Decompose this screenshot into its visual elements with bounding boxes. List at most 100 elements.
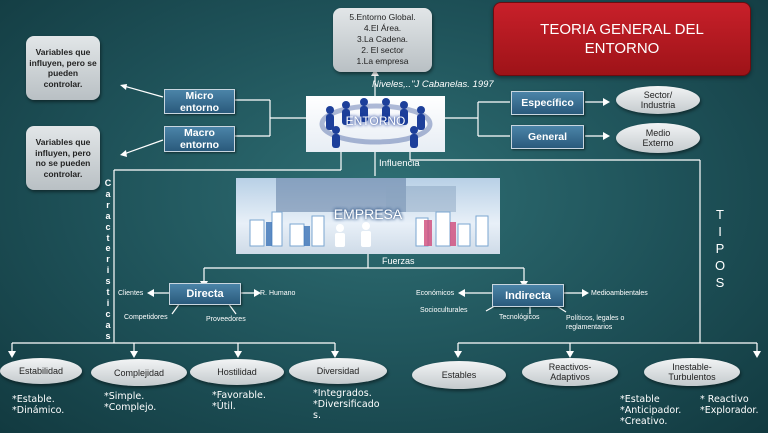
vertical-letter: r	[106, 254, 110, 265]
vertical-letter: P	[715, 241, 725, 256]
complejidad-oval: Complejidad	[91, 359, 187, 386]
list-item: *Simple.	[104, 391, 145, 402]
niveles-item: 2. El sector	[361, 45, 404, 55]
vertical-letter: r	[106, 199, 110, 210]
vertical-letter: t	[106, 287, 110, 298]
vertical-letter: T	[716, 207, 724, 222]
page-title: TEORIA GENERAL DEL ENTORNO	[493, 2, 751, 76]
hostilidad-items: *Favorable. *Útil.	[212, 390, 266, 412]
vertical-letter: O	[714, 258, 726, 273]
empresa-image: EMPRESA	[236, 178, 500, 254]
indirecta-button[interactable]: Indirecta	[492, 284, 564, 307]
indirecta-politicos: Políticos, legales o reglamentarios	[566, 315, 625, 331]
note-no-controlable: Variables que influyen, pero no se puede…	[26, 126, 100, 190]
micro-entorno-button[interactable]: Micro entorno	[164, 89, 235, 114]
especifico-button[interactable]: Específico	[511, 91, 584, 115]
vertical-letter: I	[718, 224, 722, 239]
tipos-items-left: *Estable *Anticipador. *Creativo.	[620, 394, 681, 427]
indirecta-socioculturales: Socioculturales	[420, 307, 468, 314]
niveles-caption: Niveles,.."J Cabanelas. 1997	[372, 79, 494, 90]
empresa-label: EMPRESA	[333, 206, 403, 222]
estabilidad-items: *Estable. *Dinámico.	[12, 394, 64, 416]
list-item: *Anticipador.	[620, 405, 682, 416]
diversidad-items: *Integrados. *Diversificado s.	[313, 388, 380, 421]
list-item: *Complejo.	[104, 402, 157, 413]
vertical-letter: a	[105, 319, 111, 330]
vertical-letter: i	[106, 297, 110, 308]
note-controlable-text: Variables que influyen, pero se pueden c…	[29, 47, 97, 89]
hostilidad-oval: Hostilidad	[190, 359, 284, 385]
page-title-text: TEORIA GENERAL DEL ENTORNO	[540, 21, 704, 57]
sector-industria-label: Sector/ Industria	[640, 90, 676, 110]
vertical-letter: s	[105, 276, 111, 287]
macro-entorno-label: Macro entorno	[179, 127, 220, 151]
directa-proveedores: Proveedores	[206, 316, 246, 323]
sector-industria-oval: Sector/ Industria	[616, 86, 700, 114]
niveles-item: 3.La Cadena.	[356, 34, 409, 44]
medio-externo-oval: Medio Externo	[616, 123, 700, 153]
macro-entorno-button[interactable]: Macro entorno	[164, 126, 235, 152]
micro-entorno-label: Micro entorno	[179, 89, 220, 114]
vertical-letter: c	[105, 308, 111, 319]
fuerzas-label: Fuerzas	[382, 256, 415, 266]
indirecta-label: Indirecta	[505, 289, 551, 302]
niveles-item: 1.La empresa	[356, 56, 409, 66]
tipos-items-right: * Reactivo *Explorador.	[700, 394, 758, 416]
note-controlable: Variables que influyen, pero se pueden c…	[26, 36, 100, 100]
list-item: s.	[313, 410, 321, 421]
estables-oval: Estables	[412, 361, 506, 389]
list-item: *Útil.	[212, 401, 236, 412]
estabilidad-oval: Estabilidad	[0, 358, 82, 384]
list-item: *Diversificado	[313, 399, 380, 410]
indirecta-medioambientales: Medioambientales	[591, 290, 648, 297]
directa-label: Directa	[186, 288, 224, 300]
business-scene-icon	[249, 178, 489, 247]
influencia-label: Influencia	[379, 158, 420, 169]
list-item: *Estable.	[12, 394, 55, 405]
list-item: * Reactivo	[700, 394, 749, 405]
vertical-letter: S	[715, 275, 725, 290]
estabilidad-label: Estabilidad	[18, 366, 64, 376]
list-item: *Creativo.	[620, 416, 668, 427]
vertical-letter: e	[105, 243, 111, 254]
reactivos-adaptivos-label: Reactivos- Adaptivos	[548, 362, 592, 382]
niveles-item: 4.El Área.	[363, 23, 402, 33]
niveles-item: 5.Entorno Global.	[349, 12, 416, 22]
reactivos-adaptivos-oval: Reactivos- Adaptivos	[522, 358, 618, 386]
general-button[interactable]: General	[511, 125, 584, 149]
note-no-controlable-text: Variables que influyen, pero no se puede…	[35, 137, 91, 179]
list-item: *Explorador.	[700, 405, 759, 416]
diversidad-label: Diversidad	[316, 366, 360, 376]
complejidad-label: Complejidad	[113, 367, 165, 378]
list-item: *Integrados.	[313, 388, 372, 399]
complejidad-items: *Simple. *Complejo.	[104, 391, 156, 413]
directa-button[interactable]: Directa	[169, 283, 241, 305]
indirecta-tecnologicos: Tecnológicos	[499, 314, 540, 321]
entorno-label: ENTORNO	[345, 114, 406, 128]
vertical-letter: a	[105, 210, 111, 221]
directa-competidores: Competidores	[124, 314, 168, 321]
inestable-turbulentos-label: Inestable- Turbulentos	[668, 362, 716, 382]
list-item: *Estable	[620, 394, 660, 405]
vertical-letter: C	[104, 178, 112, 188]
diversidad-oval: Diversidad	[289, 358, 387, 384]
directa-clientes: Clientes	[118, 290, 144, 297]
niveles-box: 5.Entorno Global. 4.El Área. 3.La Cadena…	[333, 8, 432, 72]
medio-externo-label: Medio Externo	[642, 128, 674, 148]
people-circle-icon	[319, 98, 433, 148]
especifico-label: Específico	[521, 97, 574, 109]
indirecta-economicos: Económicos	[416, 290, 455, 297]
entorno-image: ENTORNO	[306, 96, 445, 152]
vertical-letter: t	[106, 232, 110, 243]
vertical-letter: s	[105, 330, 111, 341]
vertical-letter: c	[105, 221, 111, 232]
vertical-letter: i	[106, 265, 110, 276]
list-item: *Favorable.	[212, 390, 266, 401]
estables-label: Estables	[441, 370, 477, 380]
inestable-turbulentos-oval: Inestable- Turbulentos	[644, 358, 740, 386]
list-item: *Dinámico.	[12, 405, 65, 416]
vertical-letter: a	[105, 188, 111, 199]
